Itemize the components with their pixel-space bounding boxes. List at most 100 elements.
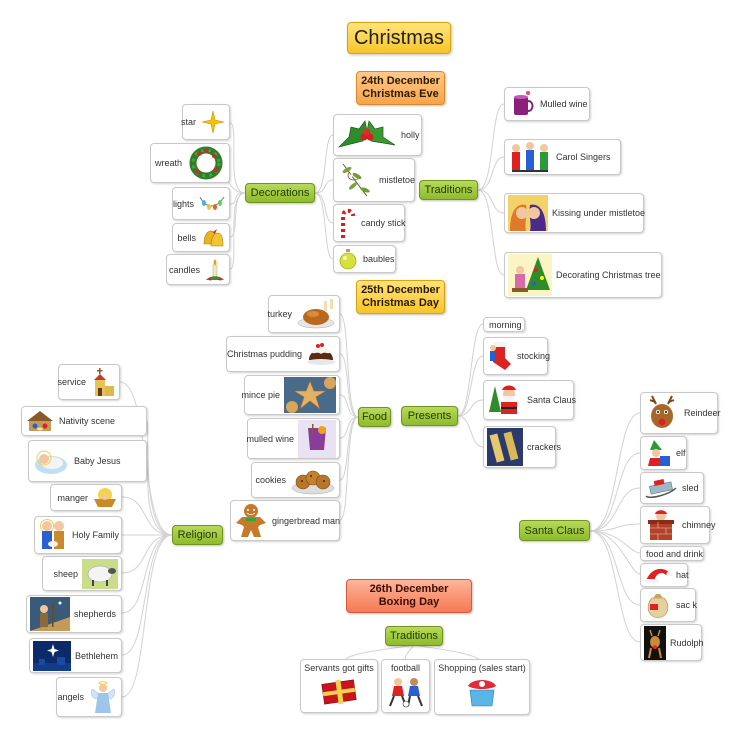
leaf-mince-pie[interactable]: mince pie: [241, 375, 340, 415]
leaf-mince-pie-label: mince pie: [241, 390, 280, 400]
leaf-food-and-drink-label: food and drink: [646, 548, 704, 559]
turkey-icon: [296, 297, 336, 331]
leaf-candles-label: candles: [168, 264, 200, 275]
leaf-wreath[interactable]: wreath: [150, 143, 230, 183]
branch-santa-claus[interactable]: Santa Claus: [519, 520, 590, 541]
leaf-santa-claus-present[interactable]: Santa Claus: [483, 380, 577, 420]
date-christmas-day: 25th December Christmas Day: [356, 280, 445, 314]
leaf-mulled-wine-eve[interactable]: Mulled wine: [504, 87, 590, 121]
leaf-holly[interactable]: holly: [333, 114, 422, 156]
leaf-servants-got-gifts[interactable]: Servants got gifts: [300, 659, 378, 713]
leaf-shopping-sales[interactable]: Shopping (sales start): [434, 659, 530, 715]
leaf-lights[interactable]: lights: [172, 187, 230, 220]
date-boxing-line1: 26th December: [369, 583, 449, 595]
leaf-mulled-wine-eve-label: Mulled wine: [540, 99, 588, 109]
leaf-gingerbread-label: gingerbread man: [272, 515, 341, 526]
leaf-crackers-label: crackers: [527, 442, 562, 452]
leaf-manger[interactable]: manger: [50, 484, 122, 511]
leaf-football[interactable]: football: [381, 659, 430, 713]
leaf-crackers[interactable]: crackers: [483, 426, 561, 468]
sack-icon: [644, 590, 672, 620]
leaf-chimney[interactable]: chimney: [640, 506, 716, 544]
leaf-mulled-wine-food-label: mulled wine: [246, 433, 294, 444]
bauble-icon: [337, 247, 359, 271]
leaf-sheep[interactable]: sheep: [42, 556, 122, 591]
leaf-christmas-pudding[interactable]: Christmas pudding: [226, 336, 340, 372]
leaf-sack[interactable]: sac k: [640, 588, 698, 622]
date-day-line2: Christmas Day: [361, 297, 440, 309]
leaf-baubles[interactable]: baubles: [333, 245, 396, 273]
branch-presents[interactable]: Presents: [401, 406, 458, 426]
leaf-mistletoe[interactable]: mistletoe: [333, 158, 415, 202]
christmas-tree-icon: [508, 254, 552, 296]
leaf-mistletoe-label: mistletoe: [379, 175, 416, 185]
leaf-bells[interactable]: bells: [172, 223, 230, 252]
leaf-hat[interactable]: hat: [640, 563, 689, 587]
leaf-gingerbread-man[interactable]: gingerbread man: [230, 500, 340, 541]
leaf-chimney-label: chimney: [682, 520, 716, 530]
leaf-shepherds[interactable]: shepherds: [26, 595, 122, 633]
leaf-rudolph[interactable]: Rudolph: [640, 624, 704, 661]
branch-decorations[interactable]: Decorations: [245, 183, 315, 203]
leaf-sack-label: sac k: [676, 600, 698, 610]
leaf-cookies[interactable]: cookies: [251, 462, 340, 498]
leaf-decorating-tree-label: Decorating Christmas tree: [556, 270, 661, 280]
branch-traditions-eve[interactable]: Traditions: [419, 180, 478, 200]
leaf-angels-label: angels: [57, 692, 84, 702]
church-icon: [90, 366, 116, 398]
date-boxing-day: 26th December Boxing Day: [346, 579, 472, 613]
leaf-holy-family-label: Holy Family: [72, 530, 120, 540]
leaf-kissing-under-mistletoe[interactable]: Kissing under mistletoe: [504, 193, 646, 233]
branch-religion[interactable]: Religion: [172, 525, 223, 545]
leaf-angels[interactable]: angels: [56, 677, 122, 717]
leaf-nativity-scene[interactable]: Nativity scene: [21, 406, 147, 436]
leaf-sled[interactable]: sled: [640, 472, 704, 504]
leaf-bethlehem[interactable]: Bethlehem: [29, 638, 122, 673]
branch-food[interactable]: Food: [358, 407, 391, 427]
leaf-candy-stick[interactable]: candy stick: [333, 204, 406, 242]
leaf-carol-singers-label: Carol Singers: [556, 152, 611, 162]
leaf-reindeer-label: Reindeer: [684, 408, 721, 418]
leaf-service[interactable]: service: [57, 364, 120, 400]
elf-icon: [644, 438, 672, 468]
leaf-hat-label: hat: [676, 570, 689, 580]
leaf-holy-family[interactable]: Holy Family: [34, 516, 122, 554]
leaf-bethlehem-label: Bethlehem: [75, 650, 119, 661]
leaf-baby-jesus-label: Baby Jesus: [74, 456, 121, 466]
baby-jesus-icon: [32, 443, 70, 479]
leaf-morning[interactable]: morning: [483, 317, 525, 332]
branch-traditions-boxing[interactable]: Traditions: [385, 626, 443, 646]
leaf-reindeer[interactable]: Reindeer: [640, 392, 721, 434]
candle-icon: [204, 256, 226, 284]
leaf-holly-label: holly: [401, 130, 420, 140]
leaf-kissing-label: Kissing under mistletoe: [552, 208, 646, 218]
rudolph-icon: [644, 625, 666, 660]
leaf-decorating-tree[interactable]: Decorating Christmas tree: [504, 252, 662, 298]
title-christmas: Christmas: [347, 22, 451, 54]
leaf-morning-label: morning: [489, 319, 522, 330]
leaf-santa-claus-present-label: Santa Claus: [527, 395, 577, 405]
leaf-candles[interactable]: candles: [166, 254, 230, 285]
cookies-icon: [290, 464, 336, 496]
leaf-christmas-pudding-label: Christmas pudding: [226, 349, 302, 359]
leaf-star[interactable]: star: [181, 104, 230, 140]
leaf-elf[interactable]: elf: [640, 436, 687, 470]
leaf-stocking[interactable]: stocking: [483, 337, 550, 375]
mince-pie-icon: [284, 377, 336, 413]
reindeer-icon: [644, 394, 680, 432]
shepherds-icon: [30, 597, 70, 631]
wreath-icon: [186, 144, 226, 182]
gift-icon: [319, 676, 359, 706]
leaf-turkey-label: turkey: [267, 309, 292, 319]
sheep-icon: [82, 558, 118, 589]
leaf-food-and-drink[interactable]: food and drink: [640, 546, 704, 561]
leaf-turkey[interactable]: turkey: [267, 295, 340, 333]
kissing-icon: [508, 195, 548, 231]
santa-hat-icon: [644, 565, 672, 585]
leaf-mulled-wine-food[interactable]: mulled wine: [246, 418, 340, 459]
santa-claus-icon: [487, 382, 523, 418]
candy-stick-icon: [337, 206, 357, 240]
leaf-carol-singers[interactable]: Carol Singers: [504, 139, 621, 175]
leaf-baby-jesus[interactable]: Baby Jesus: [28, 440, 147, 482]
shopping-icon: [464, 676, 500, 708]
